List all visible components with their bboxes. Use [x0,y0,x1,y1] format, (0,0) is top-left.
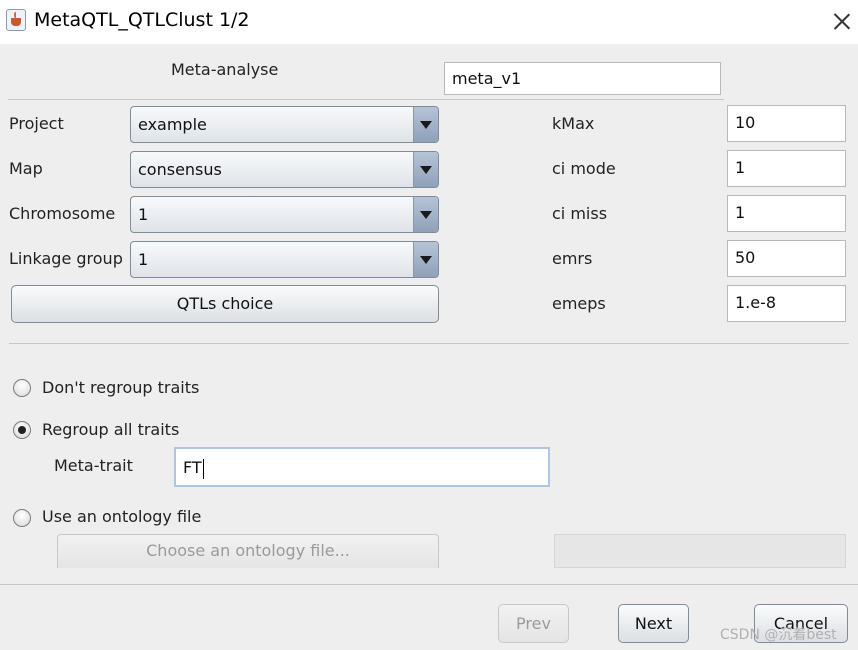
kmax-input[interactable]: 10 [727,105,846,142]
ci-miss-input[interactable]: 1 [727,195,846,232]
project-select-value: example [138,115,207,134]
dont-regroup-radio[interactable] [13,379,31,397]
ontology-radio[interactable] [13,509,31,527]
meta-analyse-input[interactable]: meta_v1 [444,62,721,95]
map-label: Map [9,159,43,178]
java-cup-icon [6,9,26,31]
linkage-group-label: Linkage group [9,249,123,268]
title-bar: MetaQTL_QTLClust 1/2 [0,0,858,44]
chromosome-select-value: 1 [138,205,149,224]
kmax-label: kMax [552,114,595,133]
window-title: MetaQTL_QTLClust 1/2 [34,9,250,31]
header-divider [8,99,724,100]
dont-regroup-label[interactable]: Don't regroup traits [42,378,200,397]
emeps-input[interactable]: 1.e-8 [727,285,846,322]
dialog-body: Meta-analyse meta_v1 Project example Map… [0,44,858,650]
footer-divider [0,584,858,585]
meta-analyse-label: Meta-analyse [171,60,279,79]
section-divider [9,343,849,344]
linkage-group-select-value: 1 [138,250,149,269]
cancel-button[interactable]: Cancel [754,604,848,643]
map-select-value: consensus [138,160,222,179]
ci-mode-input[interactable]: 1 [727,150,846,187]
text-cursor [202,458,204,479]
regroup-all-radio[interactable] [13,421,31,439]
project-select[interactable]: example [130,106,439,143]
emrs-label: emrs [552,249,593,268]
close-icon[interactable] [828,8,856,36]
qtls-choice-button[interactable]: QTLs choice [11,285,439,323]
project-label: Project [9,114,64,133]
meta-trait-label: Meta-trait [54,456,133,475]
linkage-group-select[interactable]: 1 [130,241,439,278]
ontology-label[interactable]: Use an ontology file [42,507,202,526]
regroup-all-label[interactable]: Regroup all traits [42,420,180,439]
map-select[interactable]: consensus [130,151,439,188]
watermark: CSDN @沉着best [720,627,837,643]
chevron-down-icon[interactable] [413,107,438,142]
next-button[interactable]: Next [618,604,689,643]
chromosome-select[interactable]: 1 [130,196,439,233]
chevron-down-icon[interactable] [413,152,438,187]
ci-mode-label: ci mode [552,159,616,178]
emeps-label: emeps [552,294,606,313]
chevron-down-icon[interactable] [413,197,438,232]
chevron-down-icon[interactable] [413,242,438,277]
meta-trait-value: FT [183,458,202,477]
prev-button[interactable]: Prev [498,604,569,643]
chromosome-label: Chromosome [9,204,116,223]
meta-trait-input[interactable]: FT [174,447,550,487]
ci-miss-label: ci miss [552,204,608,223]
emrs-input[interactable]: 50 [727,240,846,277]
choose-ontology-button: Choose an ontology file... [57,534,439,568]
ontology-file-field [554,534,846,568]
